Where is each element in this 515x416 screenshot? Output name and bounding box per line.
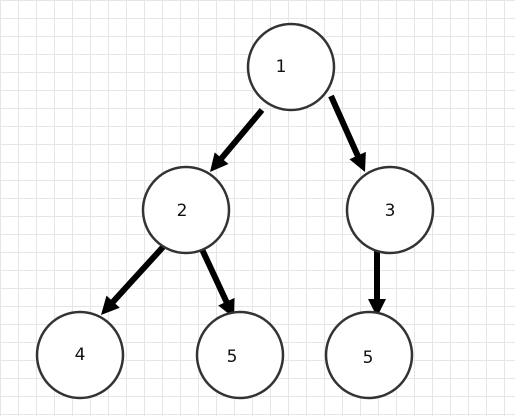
node-2-circle <box>141 165 231 255</box>
node-3-circle <box>345 165 435 255</box>
edges-layer <box>101 94 386 318</box>
edge-line <box>328 94 362 159</box>
node-4: 4 <box>35 310 125 400</box>
edge-n1-n3 <box>328 94 366 172</box>
node-4-label: 4 <box>75 345 86 365</box>
node-5-right: 5 <box>324 310 414 400</box>
node-1-label: 1 <box>276 57 287 77</box>
node-1: 1 <box>246 22 336 112</box>
node-5-left: 5 <box>195 310 285 400</box>
edge-n2-n4 <box>101 244 166 315</box>
edge-n1-n2 <box>210 108 265 172</box>
node-2: 2 <box>141 165 231 255</box>
arrowhead-icon <box>210 152 229 172</box>
node-1-circle <box>246 22 336 112</box>
node-3-label: 3 <box>385 201 396 221</box>
node-2-label: 2 <box>177 201 188 221</box>
edge-n2-n5a <box>197 243 235 318</box>
arrowhead-icon <box>368 299 386 317</box>
node-5-right-circle <box>324 310 414 400</box>
arrowhead-icon <box>101 295 120 315</box>
node-4-circle <box>35 310 125 400</box>
node-5-left-label: 5 <box>227 347 238 367</box>
edge-n3-n5b <box>368 248 386 317</box>
edge-line <box>109 244 166 306</box>
arrowhead-icon <box>349 151 366 172</box>
node-5-left-circle <box>195 310 285 400</box>
edge-line <box>197 243 230 305</box>
edge-line <box>217 108 265 162</box>
node-5-right-label: 5 <box>363 348 374 368</box>
node-3: 3 <box>345 165 435 255</box>
